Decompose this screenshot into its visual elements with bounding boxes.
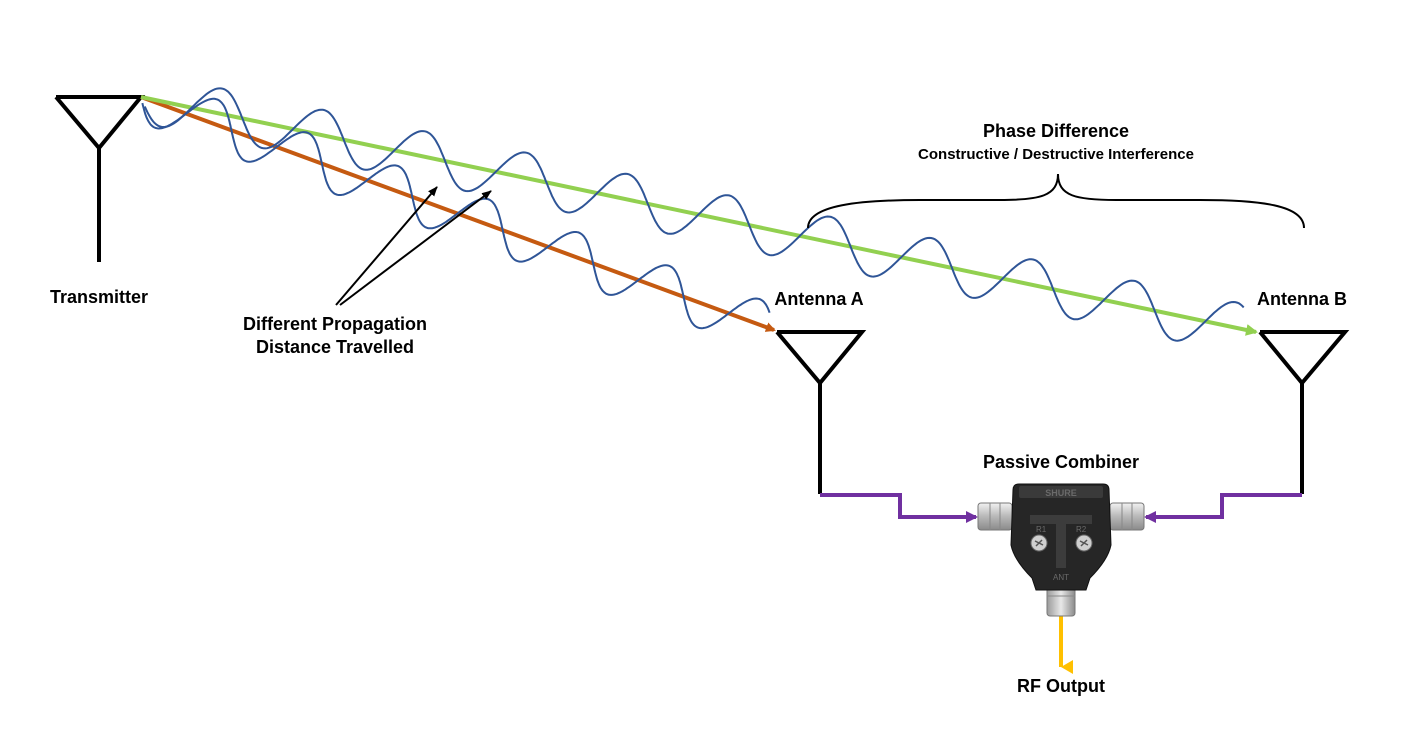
pointer-arrow-b <box>339 190 492 306</box>
svg-text:ANT: ANT <box>1053 573 1069 582</box>
phase-difference-subtitle: Constructive / Destructive Interference <box>918 146 1194 163</box>
svg-text:R2: R2 <box>1076 525 1087 534</box>
antenna-b-label: Antenna B <box>1257 289 1347 309</box>
transmitter-antenna-icon <box>54 95 146 262</box>
combiner-label: Passive Combiner <box>983 452 1139 472</box>
transmitter-label: Transmitter <box>50 287 148 307</box>
passive-combiner-icon: SHURE R1 R2 ANT <box>977 483 1145 617</box>
phase-brace <box>807 173 1305 229</box>
phase-difference-title: Phase Difference <box>983 121 1129 141</box>
cable-a <box>820 493 978 523</box>
propagation-label-line2: Distance Travelled <box>256 337 414 357</box>
cable-b <box>1144 493 1302 523</box>
svg-text:R1: R1 <box>1036 525 1047 534</box>
antenna-a-label: Antenna A <box>774 289 863 309</box>
svg-text:SHURE: SHURE <box>1045 488 1077 498</box>
pointer-arrow-a <box>335 186 438 306</box>
wave-a <box>141 97 771 330</box>
antenna-b-icon <box>1258 330 1350 494</box>
wave-b <box>143 87 1245 342</box>
propagation-label-line1: Different Propagation <box>243 314 427 334</box>
antenna-a-icon <box>775 330 867 494</box>
rf-output-label: RF Output <box>1017 676 1105 696</box>
